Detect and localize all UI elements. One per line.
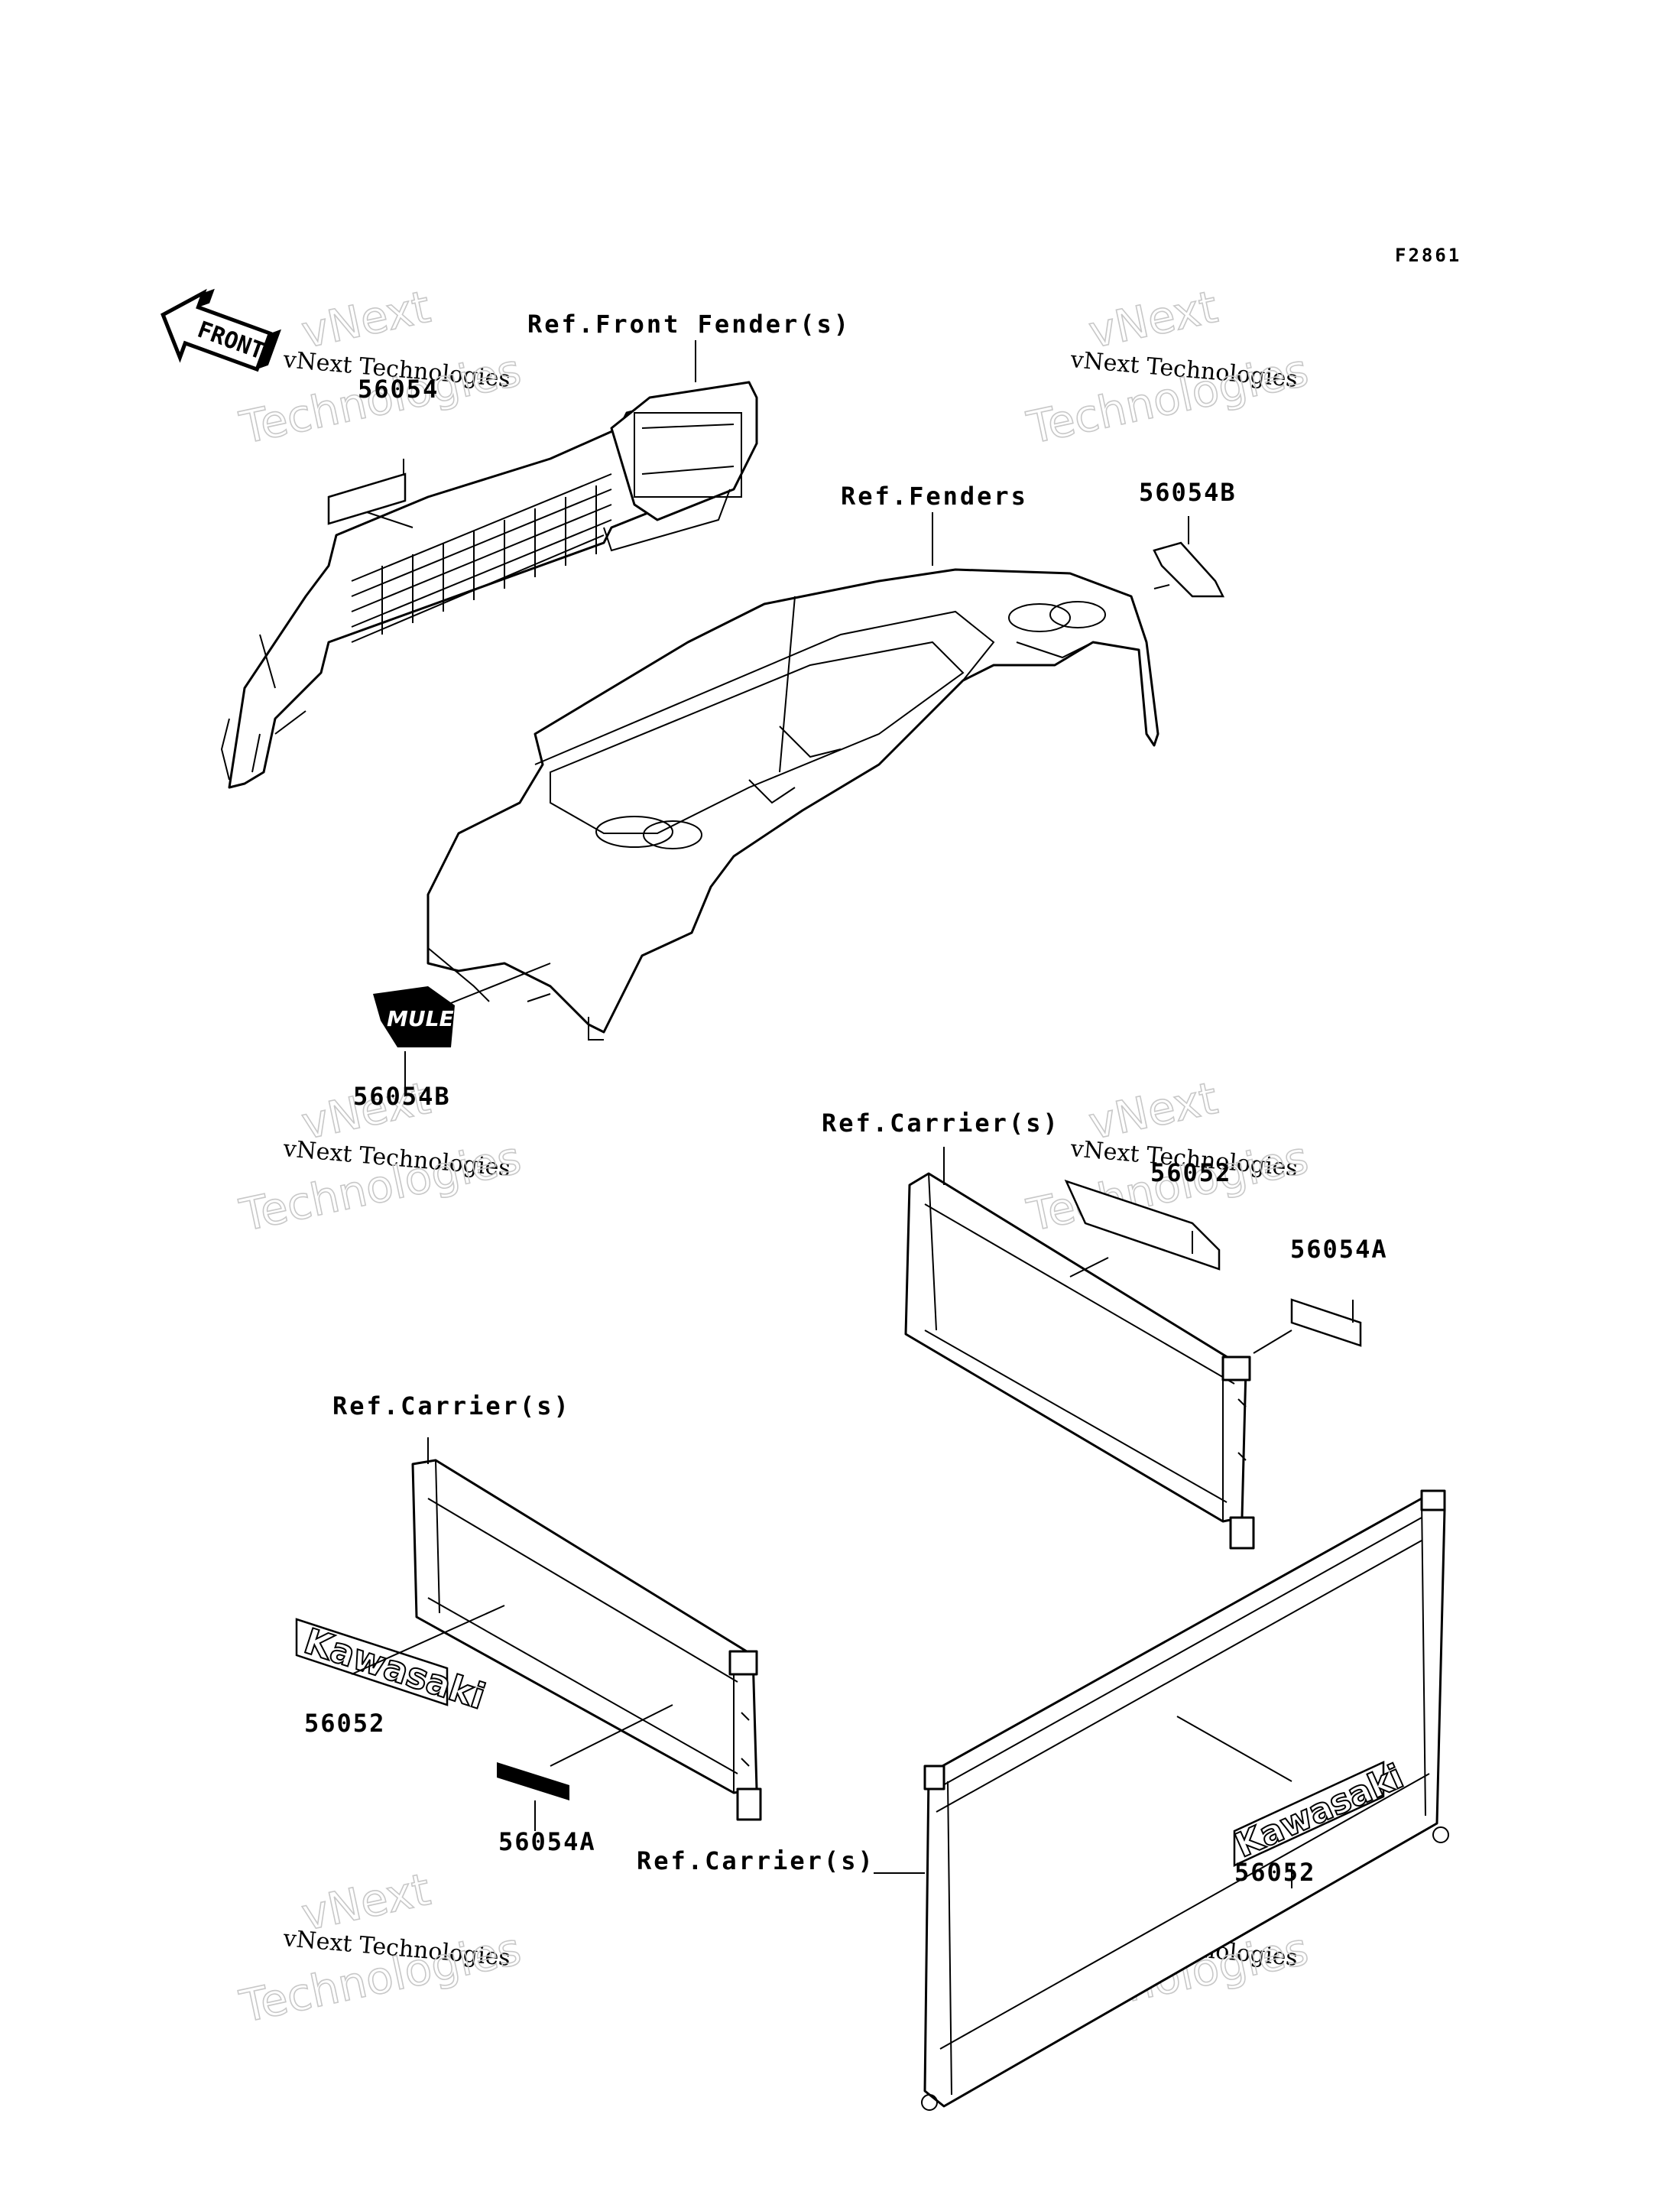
upper-carrier-panel (904, 1172, 1255, 1550)
grille-louvers (351, 473, 612, 643)
left-small-decal (497, 1704, 673, 1831)
upper-carrier-decal (1064, 1179, 1221, 1278)
ref-carrier-upper-label: Ref.Carrier(s) (822, 1109, 1060, 1138)
front-fender-assembly (220, 381, 758, 789)
part-number-56052-lower: 56052 (1234, 1858, 1315, 1887)
front-grille-decal (327, 459, 414, 528)
mule-emblem-text: MULE (387, 1006, 454, 1031)
upper-carrier-small-decal (1253, 1298, 1362, 1354)
ref-front-fender-label: Ref.Front Fender(s) (527, 310, 851, 339)
fender-right-decal (1153, 516, 1225, 598)
left-carrier-panel (411, 1459, 762, 1821)
rear-fenders-assembly (426, 568, 1159, 1041)
watermark-top-right: vNext vNext Technologies Technologies (1022, 280, 1313, 455)
ref-carrier-lower-label: Ref.Carrier(s) (637, 1846, 875, 1875)
mule-emblem: MULE (373, 963, 551, 1093)
lower-carrier-panel (921, 1489, 1449, 2111)
part-number-56054b-right: 56054B (1139, 478, 1237, 507)
part-number-56054b-emblem: 56054B (353, 1082, 451, 1111)
part-number-56052-upper: 56052 (1150, 1158, 1231, 1187)
ref-carrier-left-label: Ref.Carrier(s) (332, 1391, 571, 1420)
watermark-mid-left: vNext vNext Technologies Technologies (235, 1071, 526, 1242)
part-number-56052-left: 56052 (304, 1709, 385, 1738)
watermark-top-left: vNext vNext Technologies Technologies (235, 280, 526, 455)
part-number-56054: 56054 (358, 375, 439, 404)
front-direction-arrow-icon: FRONT (161, 288, 281, 372)
figure-id: F2861 (1395, 245, 1461, 266)
part-number-56054a-upper: 56054A (1290, 1235, 1388, 1264)
part-number-56054a-left: 56054A (498, 1827, 596, 1856)
watermark-bottom-left: vNext vNext Technologies Technologies (235, 1862, 526, 2034)
watermark-vnext: vNext (297, 281, 435, 359)
ref-fenders-label: Ref.Fenders (841, 482, 1028, 511)
watermark-vnext: vNext (1085, 281, 1222, 359)
